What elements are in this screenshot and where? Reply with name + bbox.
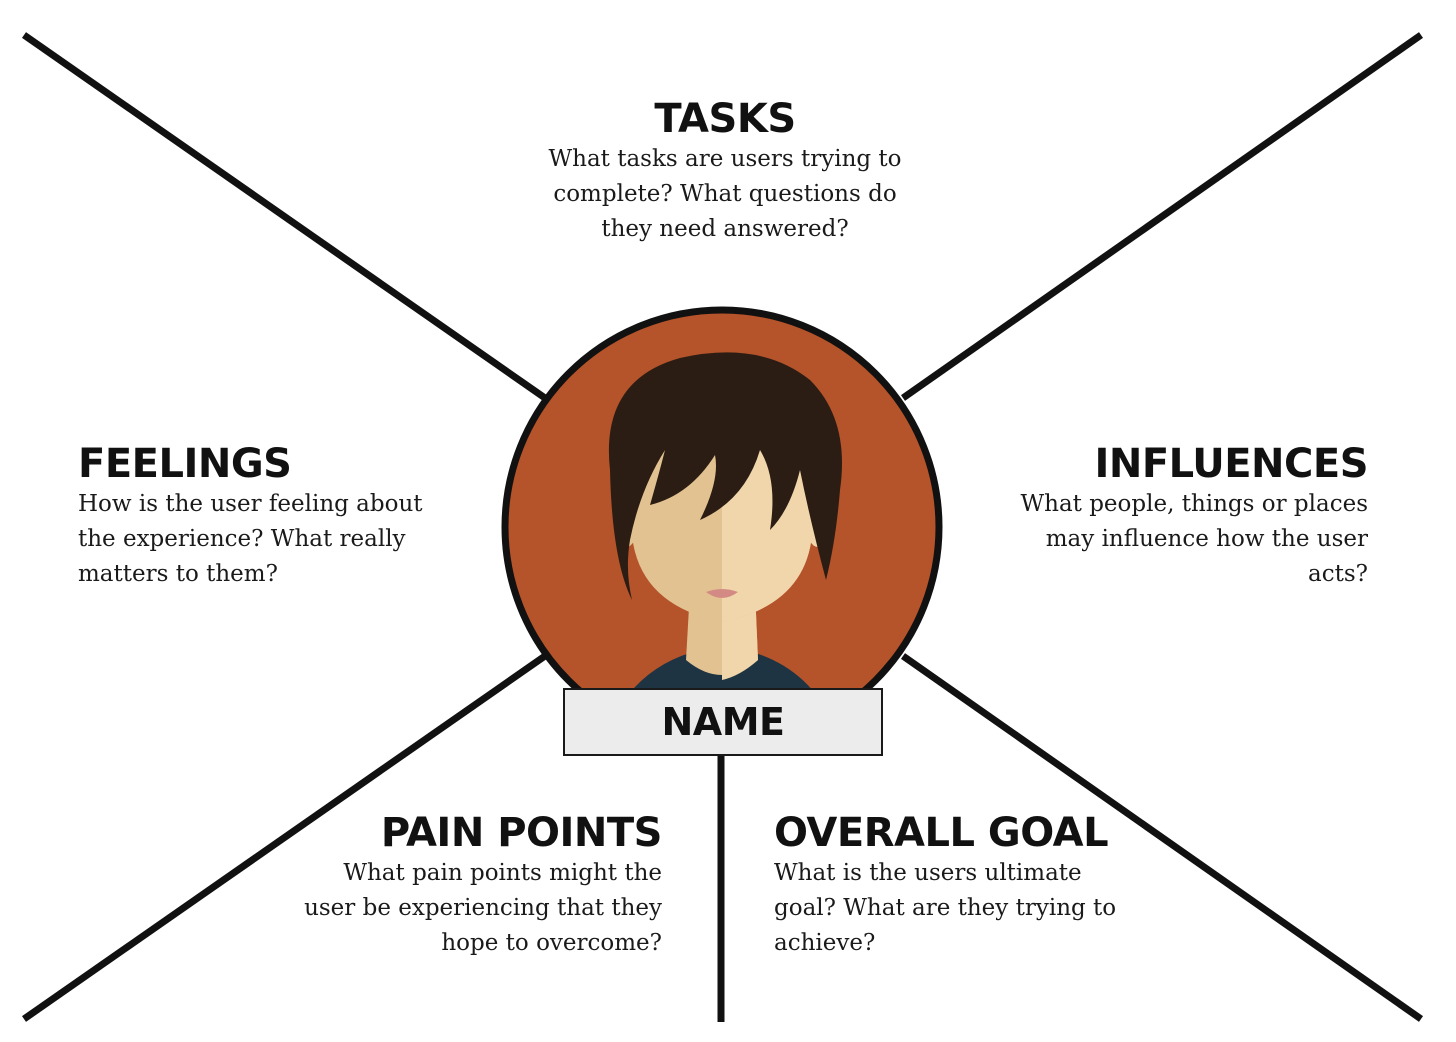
overall-goal-desc-line: goal? What are they trying to [774, 895, 1116, 921]
influences-title: INFLUENCES [1000, 441, 1368, 487]
section-feelings: FEELINGS How is the user feeling about t… [78, 441, 438, 592]
tasks-desc-line: complete? What questions do [553, 181, 896, 207]
section-overall-goal: OVERALL GOAL What is the users ultimate … [774, 810, 1134, 961]
tasks-desc-line: they need answered? [601, 216, 848, 242]
influences-desc-line: What people, things or places [1020, 491, 1368, 517]
pain-points-desc-line: hope to overcome? [441, 930, 662, 956]
feelings-title: FEELINGS [78, 441, 438, 487]
divider-line-top-left [24, 35, 545, 398]
section-influences: INFLUENCES What people, things or places… [1000, 441, 1368, 592]
tasks-title: TASKS [520, 96, 930, 142]
overall-goal-desc-line: What is the users ultimate [774, 860, 1082, 886]
pain-points-description: What pain points might the user be exper… [300, 856, 662, 961]
overall-goal-desc-line: achieve? [774, 930, 875, 956]
divider-line-top-right [903, 35, 1421, 398]
pain-points-desc-line: user be experiencing that they [304, 895, 662, 921]
feelings-desc-line: How is the user feeling about [78, 491, 423, 517]
overall-goal-title: OVERALL GOAL [774, 810, 1134, 856]
tasks-description: What tasks are users trying to complete?… [520, 142, 930, 247]
influences-desc-line: acts? [1308, 561, 1368, 587]
influences-desc-line: may influence how the user [1046, 526, 1368, 552]
section-tasks: TASKS What tasks are users trying to com… [520, 96, 930, 247]
influences-description: What people, things or places may influe… [1000, 487, 1368, 592]
persona-name-label: NAME [662, 700, 785, 744]
feelings-desc-line: the experience? What really [78, 526, 406, 552]
section-pain-points: PAIN POINTS What pain points might the u… [300, 810, 662, 961]
persona-name-box[interactable]: NAME [563, 688, 883, 756]
feelings-description: How is the user feeling about the experi… [78, 487, 438, 592]
overall-goal-description: What is the users ultimate goal? What ar… [774, 856, 1134, 961]
feelings-desc-line: matters to them? [78, 561, 278, 587]
tasks-desc-line: What tasks are users trying to [548, 146, 901, 172]
pain-points-title: PAIN POINTS [300, 810, 662, 856]
pain-points-desc-line: What pain points might the [343, 860, 662, 886]
